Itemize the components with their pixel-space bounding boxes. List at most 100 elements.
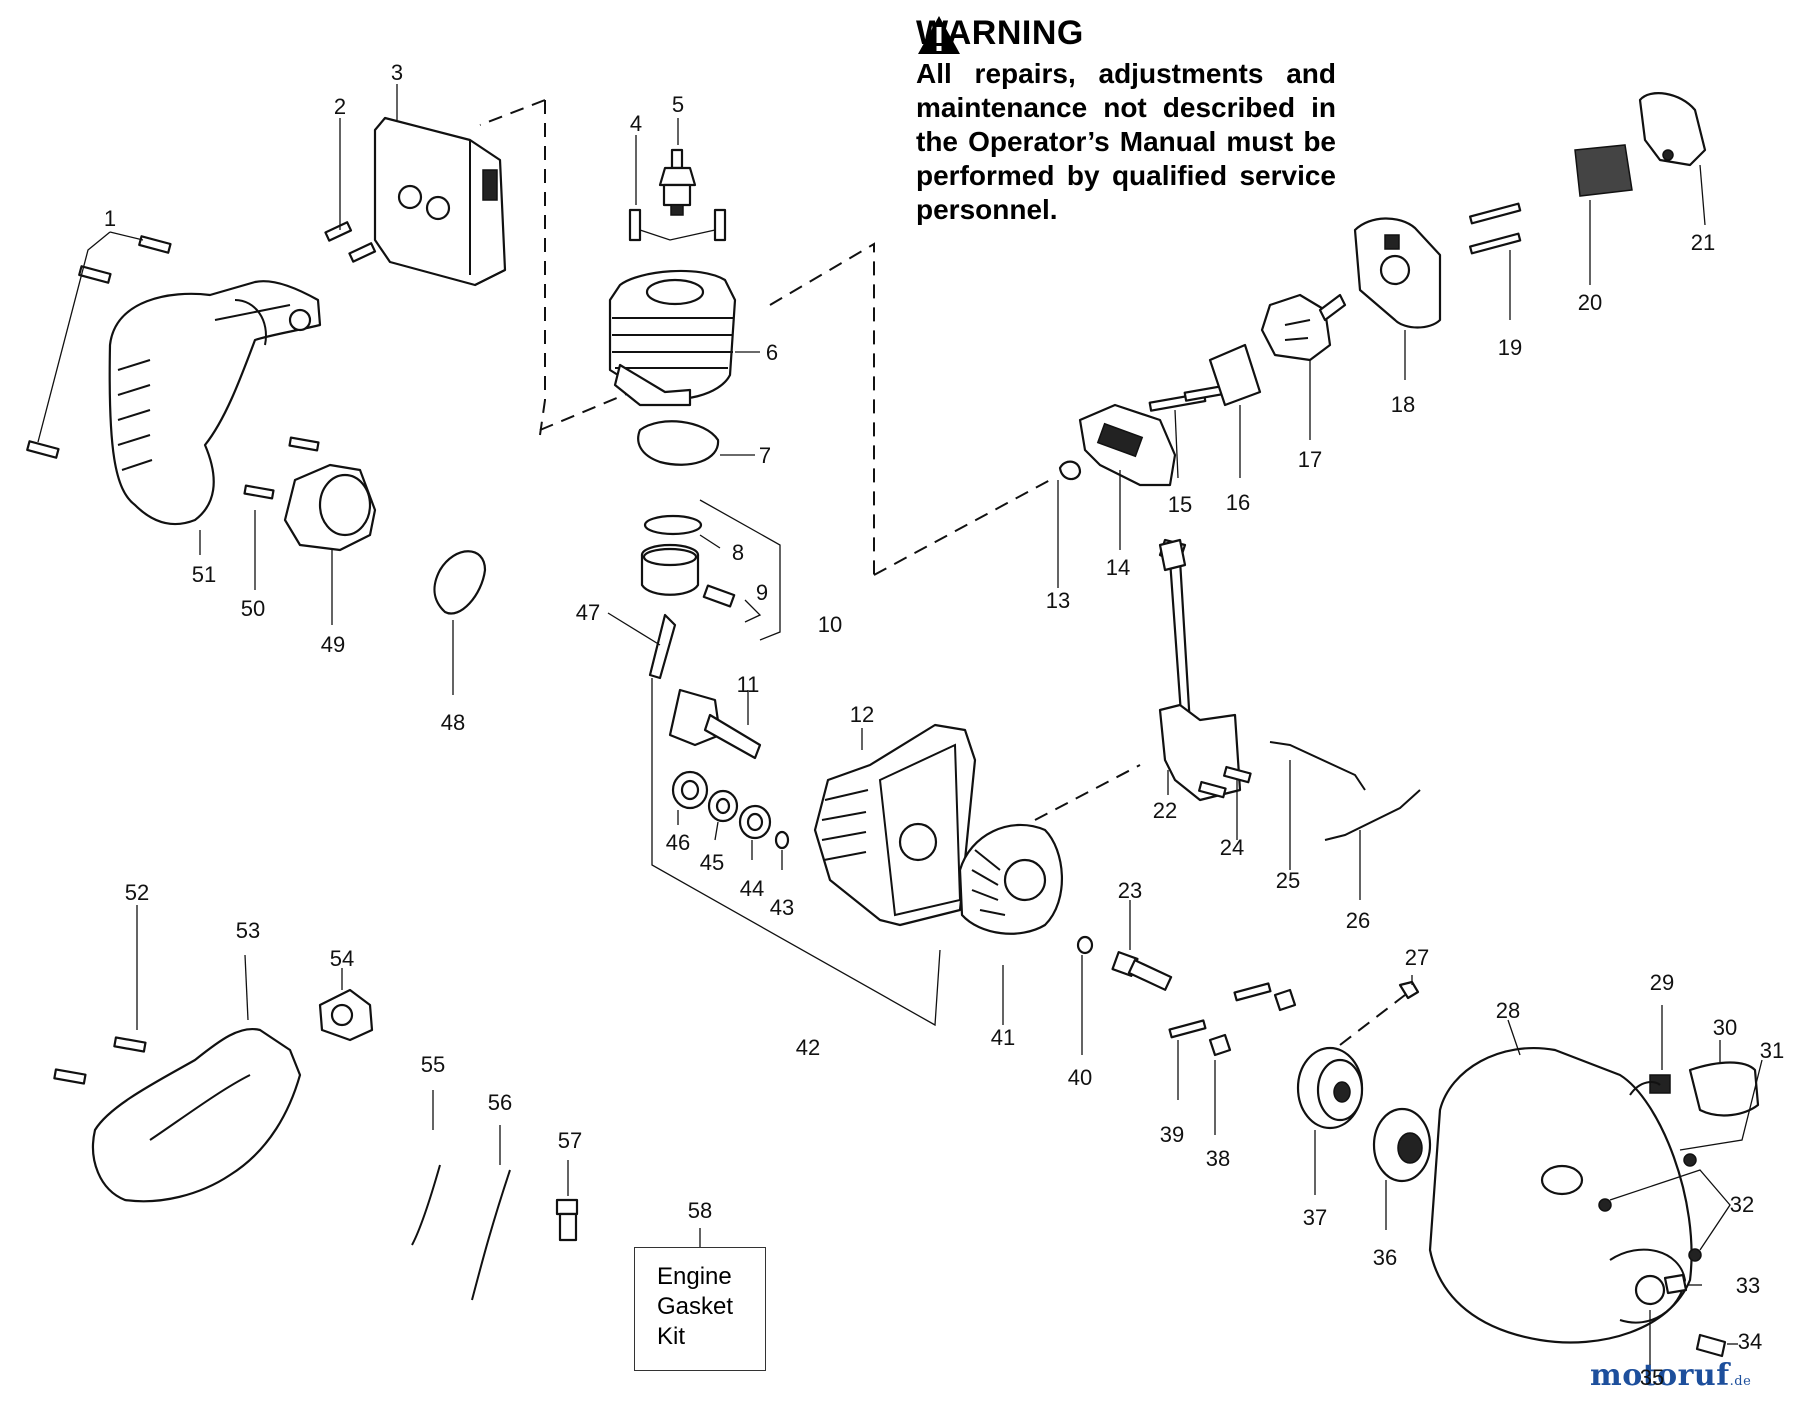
label-51: 51 bbox=[192, 562, 216, 587]
part-nut-54 bbox=[318, 988, 374, 1042]
label-39: 39 bbox=[1160, 1122, 1184, 1147]
leader-8 bbox=[699, 534, 721, 549]
label-14: 14 bbox=[1106, 555, 1130, 580]
part-shield-53 bbox=[91, 1027, 302, 1203]
label-42: 42 bbox=[796, 1035, 820, 1060]
part-filter-pad bbox=[1574, 144, 1633, 197]
label-40: 40 bbox=[1068, 1065, 1092, 1090]
leader-45 bbox=[714, 821, 719, 841]
label-41: 41 bbox=[991, 1025, 1015, 1050]
label-50: 50 bbox=[241, 596, 265, 621]
part-piston-ring bbox=[643, 514, 703, 536]
label-54: 54 bbox=[330, 946, 354, 971]
label-29: 29 bbox=[1650, 970, 1674, 995]
leader-28 bbox=[1507, 1019, 1521, 1056]
label-27: 27 bbox=[1405, 945, 1429, 970]
watermark-brand: motoruf bbox=[1590, 1358, 1730, 1393]
label-31: 31 bbox=[1760, 1038, 1784, 1063]
part-nut-33 bbox=[1663, 1273, 1688, 1295]
part-engine-shroud bbox=[108, 280, 322, 525]
part-bearing-46 bbox=[671, 770, 709, 810]
leader-47 bbox=[607, 612, 661, 646]
warning-triangle-icon bbox=[918, 16, 960, 54]
part-gasket-16 bbox=[1208, 343, 1262, 407]
label-16: 16 bbox=[1226, 490, 1250, 515]
label-1: 1 bbox=[104, 206, 116, 231]
part-connecting-rod bbox=[648, 613, 677, 680]
part-o-ring-48 bbox=[433, 550, 487, 615]
dash-line-intake bbox=[873, 479, 1051, 576]
label-10: 10 bbox=[818, 612, 842, 637]
label-58: 58 bbox=[688, 1198, 712, 1223]
dash-line-muffler-down bbox=[539, 100, 546, 436]
part-flywheel bbox=[958, 824, 1064, 935]
part-muffler-cover bbox=[373, 116, 507, 287]
label-20: 20 bbox=[1578, 290, 1602, 315]
part-bearing-44 bbox=[738, 804, 772, 840]
kit-line-2: Gasket bbox=[657, 1293, 734, 1320]
leader-21 bbox=[1699, 164, 1706, 226]
part-screws-52 bbox=[53, 1036, 147, 1085]
part-air-filter-housing bbox=[1353, 217, 1442, 329]
label-12: 12 bbox=[850, 702, 874, 727]
leader-31 bbox=[1679, 1059, 1763, 1151]
part-screws-32 bbox=[1598, 1153, 1702, 1262]
leader-53 bbox=[244, 954, 249, 1021]
label-28: 28 bbox=[1496, 998, 1520, 1023]
label-53: 53 bbox=[236, 918, 260, 943]
label-32: 32 bbox=[1730, 1192, 1754, 1217]
part-line-55 bbox=[411, 1164, 441, 1246]
part-plate-38 bbox=[1168, 982, 1297, 1057]
part-screws-1 bbox=[26, 235, 172, 459]
label-56: 56 bbox=[488, 1090, 512, 1115]
part-fitting-57 bbox=[555, 1198, 579, 1242]
label-4: 4 bbox=[630, 111, 642, 136]
part-wire-26 bbox=[1324, 789, 1421, 841]
part-wire-25 bbox=[1269, 741, 1366, 791]
part-crankcase bbox=[813, 723, 977, 927]
label-18: 18 bbox=[1391, 392, 1415, 417]
label-46: 46 bbox=[666, 830, 690, 855]
label-55: 55 bbox=[421, 1052, 445, 1077]
kit-line-3: Kit bbox=[657, 1323, 686, 1350]
label-6: 6 bbox=[766, 340, 778, 365]
leader-9 bbox=[744, 599, 762, 623]
label-44: 44 bbox=[740, 876, 764, 901]
part-starter-handle bbox=[1688, 1061, 1760, 1117]
label-57: 57 bbox=[558, 1128, 582, 1153]
label-9: 9 bbox=[756, 580, 768, 605]
part-piston bbox=[640, 543, 736, 608]
label-11: 11 bbox=[737, 672, 760, 697]
part-crankshaft bbox=[668, 688, 762, 760]
leader-42 bbox=[651, 678, 941, 1027]
label-24: 24 bbox=[1220, 835, 1244, 860]
part-cylinder-gasket bbox=[637, 420, 720, 466]
part-connector-29 bbox=[1629, 1074, 1671, 1096]
part-recoil-spring bbox=[1372, 1107, 1432, 1183]
dash-line-muffler bbox=[479, 99, 546, 126]
warning-notice: WARNING All repairs, adjustments and mai… bbox=[916, 14, 1336, 227]
part-seal-45 bbox=[707, 789, 739, 823]
leader-32 bbox=[1609, 1169, 1731, 1251]
label-36: 36 bbox=[1373, 1245, 1397, 1270]
part-screws-50 bbox=[243, 436, 320, 500]
label-33: 33 bbox=[1736, 1273, 1760, 1298]
label-26: 26 bbox=[1346, 908, 1370, 933]
part-ring-43 bbox=[774, 830, 790, 850]
label-3: 3 bbox=[391, 60, 403, 85]
label-43: 43 bbox=[770, 895, 794, 920]
part-screws-2 bbox=[324, 221, 377, 263]
label-21: 21 bbox=[1691, 230, 1715, 255]
dash-line-ignition bbox=[1034, 764, 1141, 821]
part-cylinder bbox=[608, 269, 737, 407]
part-screws-4 bbox=[628, 208, 727, 242]
dash-line-top bbox=[769, 242, 875, 575]
leader-1 bbox=[37, 231, 144, 443]
part-nut-27 bbox=[1398, 980, 1420, 1000]
part-screws-19 bbox=[1468, 202, 1522, 255]
part-pawl-34 bbox=[1695, 1333, 1727, 1358]
part-starter-pulley bbox=[1296, 1046, 1364, 1130]
label-45: 45 bbox=[700, 850, 724, 875]
label-38: 38 bbox=[1206, 1146, 1230, 1171]
engine-gasket-kit-box: Engine Gasket Kit bbox=[634, 1247, 766, 1371]
